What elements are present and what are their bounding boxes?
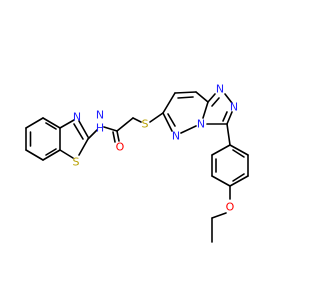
- atom-label: N: [230, 101, 238, 114]
- bond: [202, 101, 209, 119]
- bond: [211, 212, 227, 219]
- benzothiazole-thiazole-ring: [59, 119, 89, 159]
- ethoxyphenyl-group: [211, 123, 249, 243]
- amide-linker: [87, 112, 164, 143]
- atom-label: N: [197, 118, 205, 131]
- bond: [78, 120, 89, 138]
- bond: [211, 144, 231, 156]
- double-bond-inner: [45, 122, 57, 130]
- atom-label: N: [73, 111, 81, 124]
- bond: [78, 138, 89, 156]
- atom-labels: S N N H O S N N N N O: [73, 83, 239, 214]
- bond: [162, 92, 176, 114]
- bond: [229, 175, 249, 187]
- bond: [229, 144, 249, 156]
- double-bond-inner: [177, 96, 194, 99]
- double-bond-inner: [232, 173, 245, 182]
- bond: [195, 91, 209, 103]
- molecule-structure: S N N H O S N N N N O: [25, 83, 249, 243]
- bond: [162, 112, 173, 132]
- pyridazine-ring: [162, 91, 209, 134]
- bond: [132, 117, 142, 123]
- bond: [103, 126, 118, 132]
- bond: [226, 111, 233, 125]
- bond: [226, 123, 231, 146]
- bond: [116, 117, 134, 132]
- bond: [59, 119, 75, 129]
- double-bond-inner: [232, 149, 245, 158]
- atom-label: S: [73, 156, 80, 169]
- bond: [87, 129, 98, 140]
- double-bond-outer: [112, 131, 116, 143]
- double-bond-inner: [45, 148, 57, 156]
- bond: [25, 117, 44, 129]
- bond: [207, 93, 216, 103]
- bond: [211, 175, 231, 187]
- double-bond-inner: [167, 113, 176, 127]
- atom-label: O: [116, 141, 125, 154]
- double-bond-inner: [73, 123, 84, 140]
- double-bond-inner: [222, 111, 228, 122]
- atom-label: H: [96, 122, 104, 135]
- atom-label: N: [96, 109, 104, 122]
- bond: [116, 130, 120, 142]
- bond: [42, 117, 61, 129]
- atom-label: O: [226, 201, 235, 214]
- double-bond-outer: [211, 97, 220, 107]
- bond: [224, 93, 233, 104]
- bond: [180, 125, 197, 134]
- bond: [25, 149, 44, 161]
- atom-label: N: [172, 130, 180, 143]
- bond: [149, 112, 164, 123]
- bond: [59, 149, 74, 159]
- atom-label: S: [142, 118, 149, 131]
- benzothiazole-benzene-ring: [25, 117, 61, 161]
- bond: [174, 91, 197, 94]
- triazole-ring: [206, 93, 233, 125]
- atom-label: N: [216, 83, 224, 96]
- bond: [42, 149, 61, 161]
